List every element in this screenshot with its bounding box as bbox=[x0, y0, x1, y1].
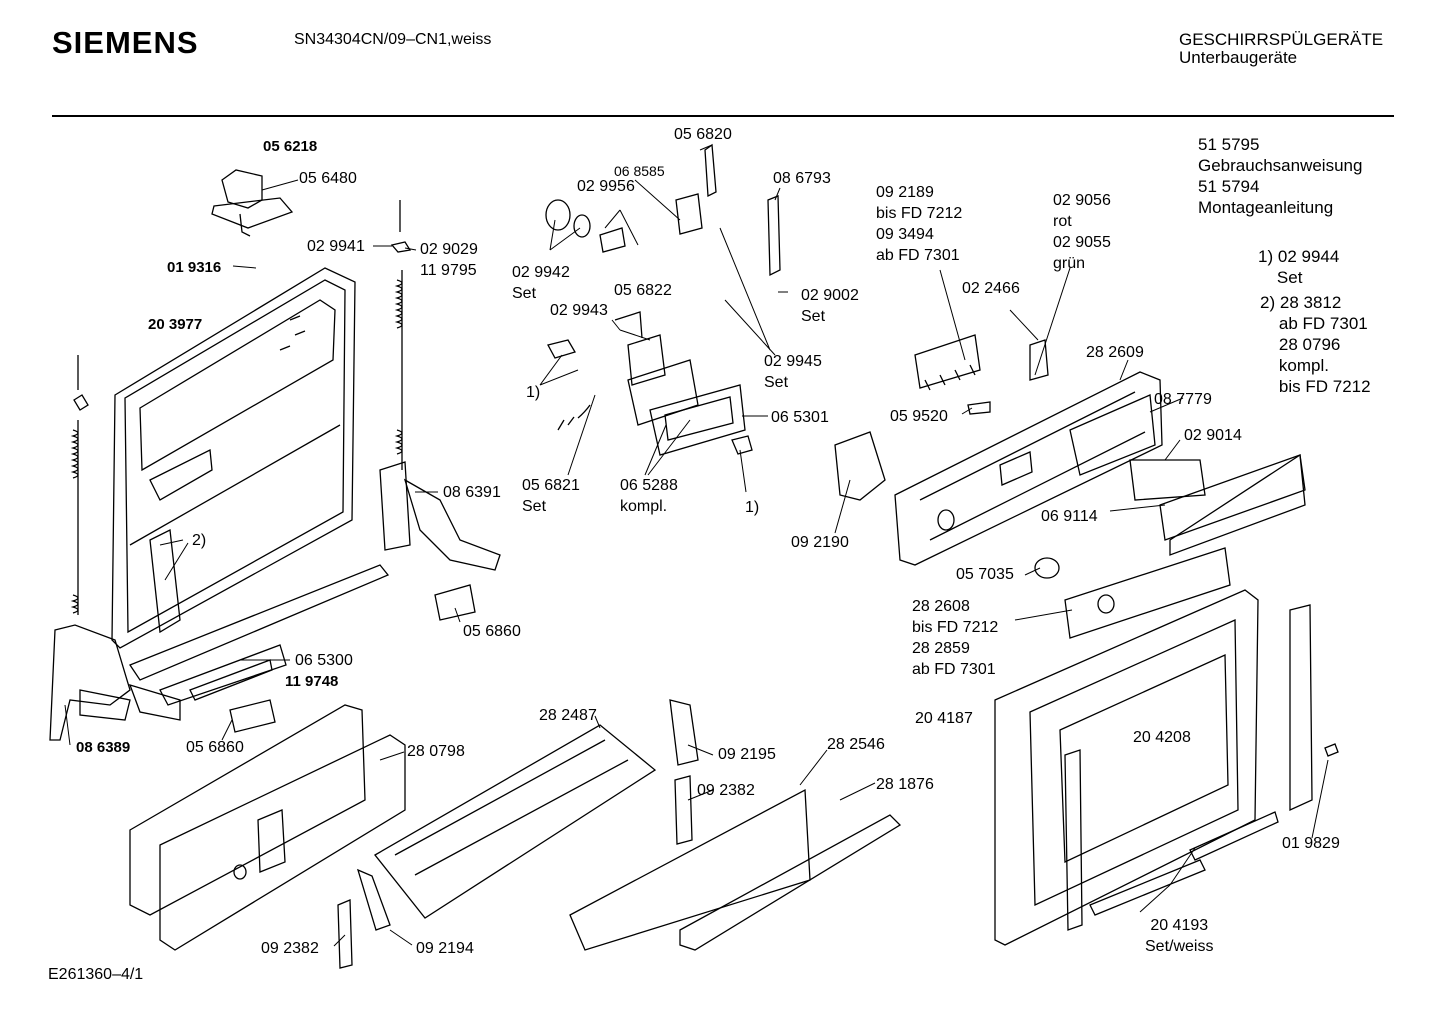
footnote-1: 1) 02 9944 Set bbox=[1258, 247, 1340, 287]
part-label: 06 5300 bbox=[295, 652, 353, 669]
document-title: Montageanleitung bbox=[1198, 198, 1334, 217]
part-label: 20 3977 bbox=[148, 316, 203, 333]
part-label: 02 9945 Set bbox=[764, 353, 822, 391]
bottom-rail bbox=[130, 565, 475, 732]
part-label: 09 2194 bbox=[416, 940, 474, 957]
part-label: 05 6821 Set bbox=[522, 477, 580, 515]
part-label: 06 5301 bbox=[771, 409, 829, 426]
part-label: 09 2189 bis FD 7212 09 3494 ab FD 7301 bbox=[876, 184, 963, 264]
part-label: 06 5288 kompl. bbox=[620, 477, 678, 515]
door-lock-assembly bbox=[546, 145, 780, 455]
document-title: Gebrauchsanweisung bbox=[1198, 156, 1363, 175]
part-label: 01 9316 bbox=[167, 259, 222, 276]
part-label: 06 9114 bbox=[1041, 508, 1098, 525]
part-label: 02 9056 rot 02 9055 grün bbox=[1053, 192, 1111, 272]
part-label: 2) bbox=[192, 532, 207, 549]
part-label: 01 9829 bbox=[1282, 835, 1340, 852]
part-label: 09 2382 bbox=[697, 782, 755, 799]
part-label: 02 9941 bbox=[307, 238, 365, 255]
part-label: 28 2487 bbox=[539, 707, 597, 724]
front-fascia-panel bbox=[1065, 548, 1230, 638]
part-label: 05 6860 bbox=[186, 739, 244, 756]
part-label: 20 4208 bbox=[1133, 729, 1191, 746]
part-label: 02 9002 Set bbox=[801, 287, 859, 325]
part-label: 05 6822 bbox=[614, 282, 672, 299]
part-label: 05 6820 bbox=[674, 126, 732, 143]
hinge-assembly-left bbox=[50, 625, 180, 740]
part-label: 02 9014 bbox=[1184, 427, 1242, 444]
leader-lines bbox=[65, 145, 1328, 946]
part-label: 05 6480 bbox=[299, 170, 357, 187]
control-panel-fascia bbox=[835, 372, 1305, 578]
hinge-bracket-right bbox=[380, 462, 500, 570]
part-label: 08 7779 bbox=[1154, 391, 1212, 408]
part-label: 09 2195 bbox=[718, 746, 776, 763]
document-list: 51 5795 Gebrauchsanweisung 51 5794 Monta… bbox=[1198, 134, 1362, 218]
hinge-spring-left bbox=[73, 355, 88, 615]
lock-part bbox=[212, 170, 292, 236]
drawing-id: E261360–4/1 bbox=[48, 966, 144, 983]
part-label: 09 2190 bbox=[791, 534, 849, 551]
document-number: 51 5794 bbox=[1198, 177, 1260, 196]
switch-block bbox=[915, 335, 1048, 414]
category-line-2: Unterbaugeräte bbox=[1179, 48, 1298, 67]
inner-door-panel bbox=[112, 268, 355, 648]
outer-door-frame bbox=[995, 590, 1338, 945]
part-label: 28 2609 bbox=[1086, 344, 1144, 361]
part-label: 1) bbox=[526, 384, 541, 401]
kick-plate-right bbox=[570, 790, 900, 950]
category-line-1: GESCHIRRSPÜLGERÄTE bbox=[1179, 30, 1384, 49]
part-label: 28 2608 bis FD 7212 28 2859 ab FD 7301 bbox=[912, 598, 999, 678]
part-label: 08 6793 bbox=[773, 170, 831, 187]
part-label: 05 9520 bbox=[890, 408, 948, 425]
part-label: 08 6391 bbox=[443, 484, 501, 501]
part-label: 28 0798 bbox=[407, 743, 465, 760]
product-category: GESCHIRRSPÜLGERÄTE Unterbaugeräte bbox=[1179, 31, 1383, 67]
part-label: 02 2466 bbox=[962, 280, 1020, 297]
part-label: 02 9942 Set bbox=[512, 264, 570, 302]
part-label: 05 7035 bbox=[956, 566, 1014, 583]
part-label: 02 9956 bbox=[577, 178, 635, 195]
part-label: 28 2546 bbox=[827, 736, 885, 753]
header-rule bbox=[52, 115, 1394, 117]
part-label: 02 9029 11 9795 bbox=[420, 241, 478, 279]
model-number: SN34304CN/09–CN1,weiss bbox=[294, 31, 492, 48]
document-number: 51 5795 bbox=[1198, 135, 1260, 154]
part-label: 05 6218 bbox=[263, 138, 318, 155]
kick-plate-center bbox=[375, 725, 655, 918]
brand-logo: SIEMENS bbox=[52, 25, 199, 60]
part-label: 20 4187 bbox=[915, 710, 973, 727]
part-label: 1) bbox=[745, 499, 760, 516]
part-label: 02 9943 bbox=[550, 302, 608, 319]
side-brackets bbox=[338, 700, 698, 968]
part-label: 08 6389 bbox=[76, 739, 131, 756]
part-label: 20 4193 Set/weiss bbox=[1145, 917, 1214, 955]
part-label: 06 8585 bbox=[614, 163, 665, 179]
part-label: 28 1876 bbox=[876, 776, 934, 793]
part-label: 11 9748 bbox=[285, 673, 339, 690]
hinge-spring-center bbox=[392, 200, 410, 470]
part-label: 09 2382 bbox=[261, 940, 319, 957]
part-label: 05 6860 bbox=[463, 623, 521, 640]
kick-plate-left bbox=[130, 705, 405, 950]
footnote-2: 2) 28 3812 ab FD 7301 28 0796 kompl. bis… bbox=[1260, 293, 1371, 396]
